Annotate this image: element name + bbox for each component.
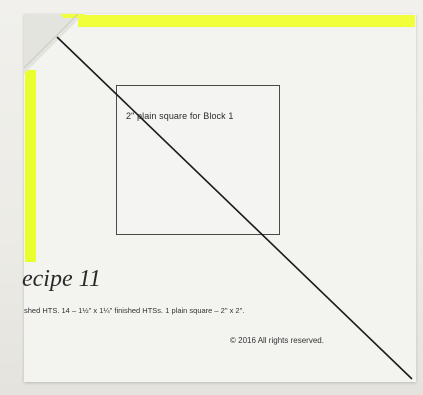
square-label: 2" plain square for Block 1 [126, 111, 234, 121]
highlight-left-edge [25, 70, 36, 262]
recipe-title: ecipe 11 [22, 266, 101, 292]
recipe-description: shed HTS. 14 – 1½" x 1¼" finished HTSs. … [24, 306, 245, 315]
copyright-notice: © 2016 All rights reserved. [230, 336, 324, 345]
highlight-top-edge [78, 15, 415, 27]
plain-square-outline [116, 85, 280, 235]
folded-corner [24, 14, 84, 74]
